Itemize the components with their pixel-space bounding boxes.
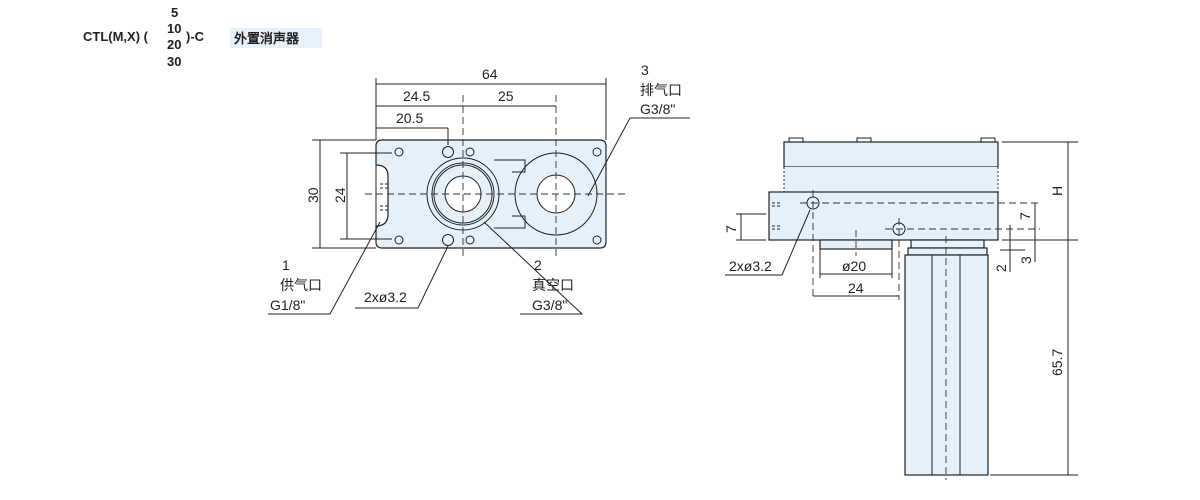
cylinder [904,254,989,476]
dim-24-5: 24.5 [403,88,430,104]
front-holes-label: 2xø3.2 [364,289,407,305]
model-suffix: )-C [186,29,205,44]
svg-text:G1/8": G1/8" [270,297,305,313]
side-view: H 65.7 7 7 2 3 ø20 24 2xø3.2 [723,137,1078,480]
svg-text:供气口: 供气口 [280,277,322,293]
dim-7-right: 7 [1017,212,1033,220]
port-3-label: 3 排气口 G3/8" [640,62,682,117]
port-1-label: 1 供气口 G1/8" [270,257,322,313]
badge-bg [230,28,322,48]
svg-text:G3/8": G3/8" [640,101,675,117]
option-30: 30 [167,54,181,69]
model-code: CTL(M,X) ( [83,29,149,44]
dim-dia-20: ø20 [842,258,866,274]
svg-text:3: 3 [641,62,649,78]
dim-3: 3 [1018,256,1034,264]
dim-7-left: 7 [723,225,739,233]
svg-text:真空口: 真空口 [532,277,574,293]
side-holes-label: 2xø3.2 [729,258,772,274]
dim-24-side: 24 [848,280,864,296]
dim-30: 30 [305,187,321,203]
option-20: 20 [167,37,181,52]
svg-text:G3/8": G3/8" [532,297,567,313]
svg-text:排气口: 排气口 [640,82,682,98]
dim-2: 2 [993,264,1009,272]
model-title: CTL(M,X) ( 5 10 20 30 )-C 外置消声器 [83,5,322,69]
dim-24: 24 [332,187,348,203]
dim-64: 64 [482,66,498,82]
svg-text:1: 1 [282,257,290,273]
top-plate [783,141,999,168]
port-2-label: 2 真空口 G3/8" [532,257,574,313]
front-view: 64 24.5 25 20.5 30 24 1 供气口 G1/8" 2xø3.2… [268,62,690,315]
svg-text:2: 2 [534,257,542,273]
dim-65-7: 65.7 [1049,349,1065,376]
option-10: 10 [167,21,181,36]
mount-holes [394,146,602,246]
main-block [768,191,999,241]
dim-25: 25 [498,88,514,104]
dim-20-5: 20.5 [396,110,423,126]
dim-H: H [1049,186,1065,196]
external-silencer-badge: 外置消声器 [233,31,300,46]
option-5: 5 [171,5,178,20]
